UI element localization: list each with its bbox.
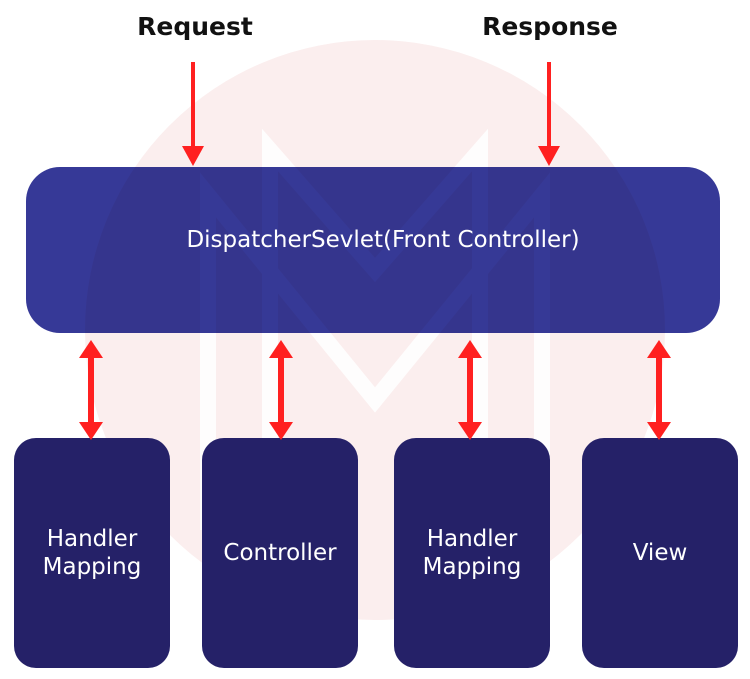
component-label: Handler Mapping <box>422 526 522 580</box>
response-label: Response <box>482 12 618 41</box>
component-label: Controller <box>223 540 337 566</box>
bidirectional-arrow-2 <box>269 340 293 440</box>
bidirectional-arrow-3 <box>458 340 482 440</box>
controller-box: Controller <box>202 438 358 668</box>
handler-mapping-box-2: Handler Mapping <box>394 438 550 668</box>
view-box: View <box>582 438 738 668</box>
bidirectional-arrow-1 <box>79 340 103 440</box>
response-arrow <box>538 62 560 166</box>
bidirectional-arrow-4 <box>647 340 671 440</box>
component-label: Handler Mapping <box>42 526 142 580</box>
request-label: Request <box>137 12 253 41</box>
component-label: View <box>632 540 688 566</box>
handler-mapping-box: Handler Mapping <box>14 438 170 668</box>
front-controller-label: DispatcherSevlet(Front Controller) <box>186 227 580 253</box>
front-controller-box <box>26 167 720 333</box>
request-arrow <box>182 62 204 166</box>
